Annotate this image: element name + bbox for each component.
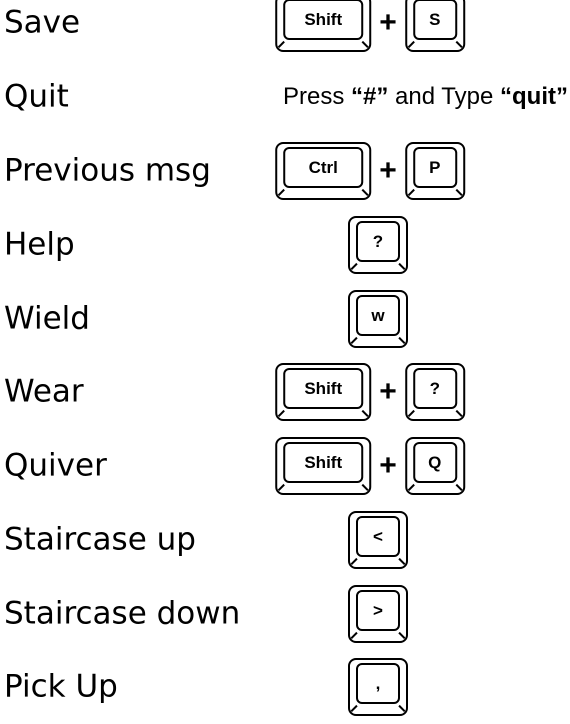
key-label: , <box>356 663 400 704</box>
key-combo: Shift + ? <box>275 363 465 421</box>
key-greater-than: > <box>348 585 408 643</box>
action-label: Quit <box>4 78 69 115</box>
plus-sign: + <box>379 6 397 39</box>
row-quiver: Quiver Shift + Q <box>0 429 570 503</box>
row-wear: Wear Shift + ? <box>0 355 570 429</box>
plus-sign: + <box>379 449 397 482</box>
instruction-text: and Type <box>388 83 501 110</box>
row-staircase-up: Staircase up < <box>0 503 570 577</box>
row-quit: Quit Press “#” and Type “quit” <box>0 60 570 134</box>
key-p: P <box>404 142 465 200</box>
action-label: Wear <box>4 373 84 410</box>
key-combo: > <box>348 585 408 643</box>
key-label: ? <box>412 368 457 409</box>
instruction-command: “quit” <box>500 83 568 110</box>
row-previous-msg: Previous msg Ctrl + P <box>0 134 570 208</box>
action-label: Staircase up <box>4 521 196 558</box>
key-shift: Shift <box>275 437 372 495</box>
key-combo: ? <box>348 216 408 274</box>
key-q: Q <box>404 437 465 495</box>
key-s: S <box>404 0 465 52</box>
key-label: Q <box>412 442 457 483</box>
key-label: w <box>356 295 400 336</box>
key-ctrl: Ctrl <box>275 142 372 200</box>
action-label: Wield <box>4 300 90 337</box>
instruction-text: Press <box>282 83 351 110</box>
row-help: Help ? <box>0 208 570 282</box>
plus-sign: + <box>379 375 397 408</box>
row-pick-up: Pick Up , <box>0 650 570 724</box>
key-less-than: < <box>348 511 408 569</box>
instruction-key: “#” <box>351 83 389 110</box>
key-shift: Shift <box>275 363 372 421</box>
key-question: ? <box>404 363 465 421</box>
row-save: Save Shift + S <box>0 0 570 60</box>
key-combo: Shift + S <box>275 0 465 52</box>
key-label: > <box>356 590 400 631</box>
key-question: ? <box>348 216 408 274</box>
action-label: Previous msg <box>4 152 211 189</box>
key-label: < <box>356 516 400 557</box>
key-combo: , <box>348 658 408 716</box>
row-wield: Wield w <box>0 282 570 356</box>
plus-sign: + <box>379 154 397 187</box>
action-label: Staircase down <box>4 595 241 632</box>
key-label: Shift <box>283 0 364 40</box>
action-label: Quiver <box>4 447 107 484</box>
key-label: P <box>412 147 457 188</box>
key-combo: Ctrl + P <box>275 142 465 200</box>
action-label: Save <box>4 4 81 41</box>
key-shift: Shift <box>275 0 372 52</box>
key-combo: Shift + Q <box>275 437 465 495</box>
key-label: Shift <box>283 442 364 483</box>
key-w: w <box>348 290 408 348</box>
action-label: Pick Up <box>4 668 118 705</box>
key-comma: , <box>348 658 408 716</box>
action-label: Help <box>4 226 75 263</box>
key-label: S <box>412 0 457 40</box>
quit-instruction: Press “#” and Type “quit” <box>283 83 568 111</box>
row-staircase-down: Staircase down > <box>0 577 570 651</box>
key-label: Shift <box>283 368 364 409</box>
key-combo: < <box>348 511 408 569</box>
key-label: ? <box>356 221 400 262</box>
key-combo: w <box>348 290 408 348</box>
key-label: Ctrl <box>283 147 364 188</box>
